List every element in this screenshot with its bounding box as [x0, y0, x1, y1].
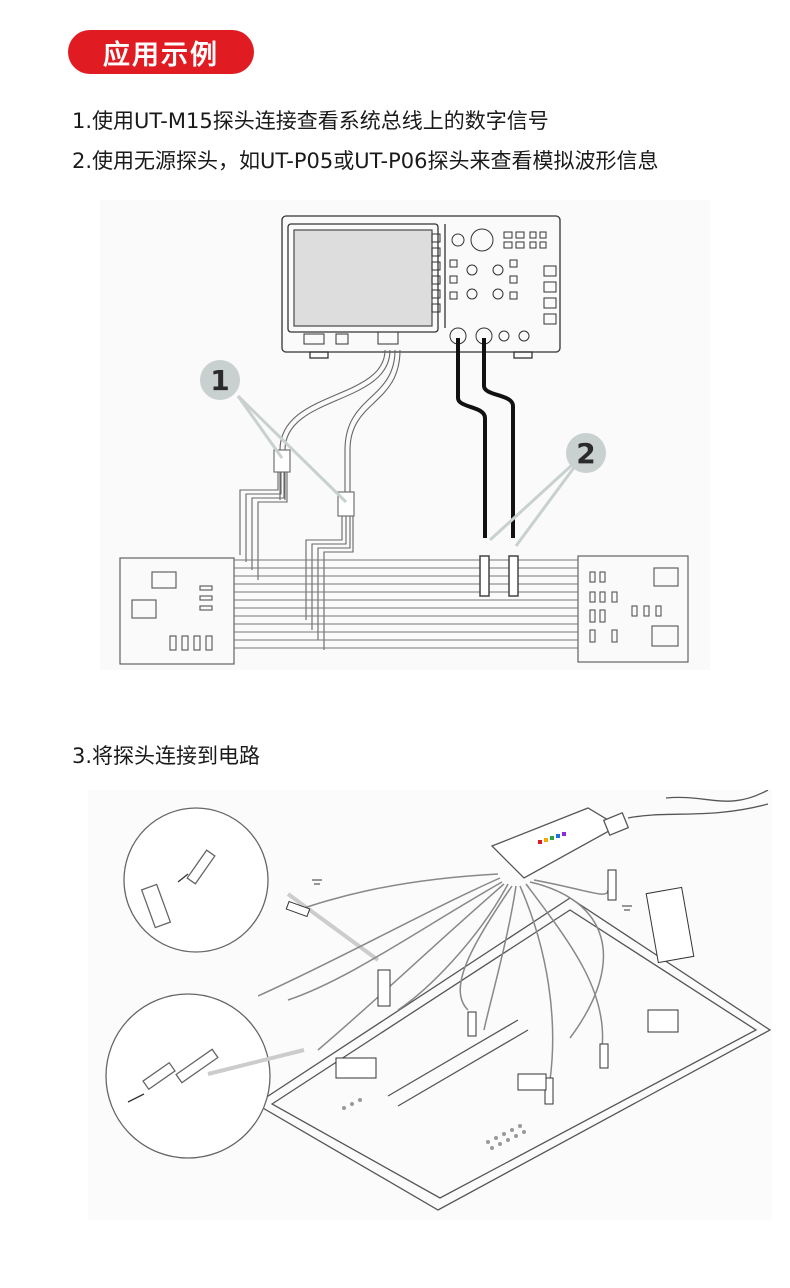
probe-pod [490, 790, 769, 879]
digital-probe-cables [239, 349, 401, 650]
instruction-1: 1.使用UT-M15探头连接查看系统总线上的数字信号 [72, 109, 549, 133]
board-pins [285, 869, 695, 1105]
callout-2-label: 2 [576, 437, 595, 470]
oscilloscope-connection-diagram: 1 2 [100, 200, 710, 670]
ground-symbols [312, 879, 632, 911]
magnifier-top [123, 807, 380, 962]
callout-2-circle [566, 433, 606, 473]
passive-probes [456, 338, 515, 538]
callout-pointers [236, 394, 586, 547]
probe-leads [257, 873, 609, 1081]
circuit-boards [119, 555, 689, 665]
section-title-badge: 应用示例 [68, 30, 254, 74]
callout-1-label: 1 [210, 364, 229, 397]
oscilloscope [281, 215, 561, 359]
circuit-board [254, 897, 772, 1211]
color-strip [538, 832, 566, 844]
probe-circuit-connection-diagram [88, 790, 772, 1220]
instruction-2: 2.使用无源探头，如UT-P05或UT-P06探头来查看模拟波形信息 [72, 149, 659, 173]
solder-pads [342, 1098, 526, 1150]
instruction-3: 3.将探头连接到电路 [72, 744, 261, 768]
magnifier-bottom [105, 993, 305, 1159]
bus-traces [234, 559, 578, 649]
callout-1-circle [200, 360, 240, 400]
